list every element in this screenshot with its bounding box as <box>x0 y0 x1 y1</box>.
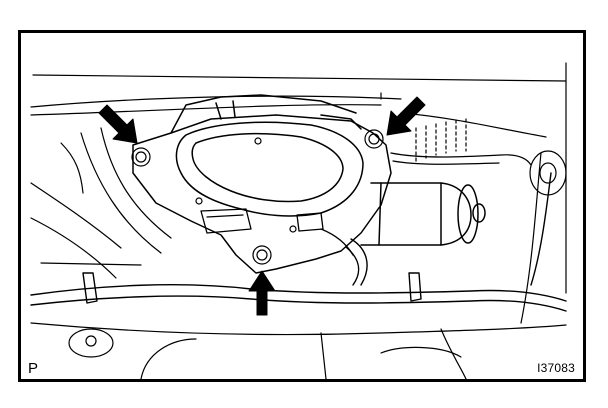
right-grommet <box>529 150 567 196</box>
motor-body <box>360 182 486 246</box>
bolt-bottom <box>252 245 272 265</box>
arrow-left-bolt <box>98 104 138 144</box>
left-structure <box>30 127 172 279</box>
corner-label: P <box>27 360 40 377</box>
body-panel-lines <box>30 62 567 324</box>
wiper-motor-illustration <box>30 62 567 379</box>
motor-bracket <box>132 94 392 274</box>
bolt-right <box>364 129 384 149</box>
arrow-right-bolt <box>386 96 426 136</box>
illustration-frame: P I37083 <box>18 30 586 382</box>
mounting-bolts <box>131 129 384 265</box>
wire-harness <box>30 172 567 312</box>
arrow-bottom-bolt <box>248 270 276 316</box>
right-seal-pattern <box>390 118 532 166</box>
bolt-left <box>131 147 151 167</box>
figure-id: I37083 <box>535 361 577 375</box>
callout-arrows <box>98 96 426 316</box>
lower-panel <box>30 322 567 379</box>
